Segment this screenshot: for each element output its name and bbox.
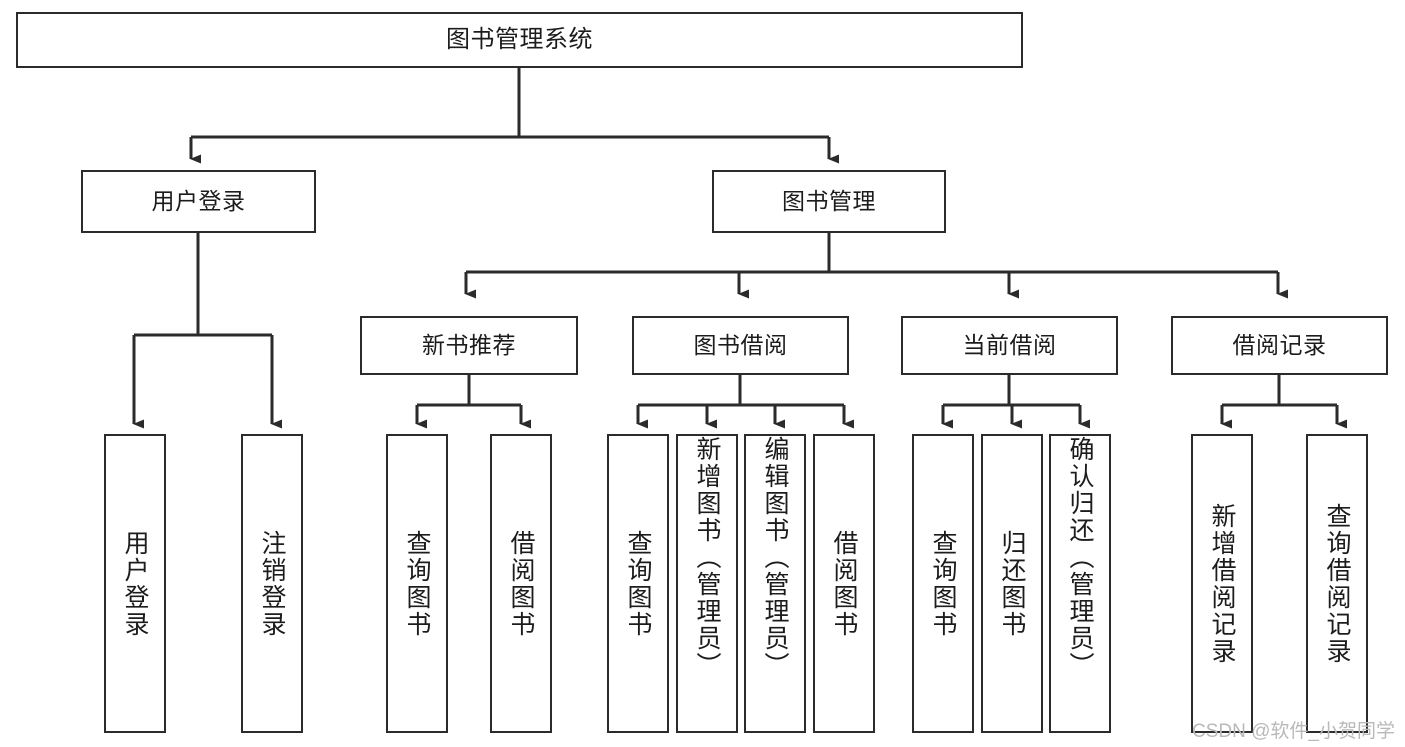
node-leaf-edit-book[interactable]: 编辑图书（管理员） [744, 434, 806, 733]
node-leaf-add-book-label: 新增图书（管理员） [693, 436, 721, 679]
node-leaf-logout-login[interactable]: 注销登录 [241, 434, 303, 733]
node-leaf-add-record[interactable]: 新增借阅记录 [1191, 434, 1253, 733]
node-leaf-query-record-label: 查询借阅记录 [1323, 502, 1351, 665]
node-leaf-query-book-2[interactable]: 查询图书 [607, 434, 669, 733]
node-root[interactable]: 图书管理系统 [16, 12, 1023, 68]
node-leaf-query-book-1-label: 查询图书 [403, 529, 431, 638]
node-book-manage-label: 图书管理 [782, 188, 876, 214]
node-book-borrow-label: 图书借阅 [693, 332, 788, 358]
node-current-borrow-label: 当前借阅 [962, 332, 1057, 358]
node-leaf-confirm-return-label: 确认归还（管理员） [1066, 436, 1094, 679]
node-leaf-add-book[interactable]: 新增图书（管理员） [676, 434, 738, 733]
node-new-book-rec[interactable]: 新书推荐 [360, 316, 578, 375]
node-leaf-logout-login-label: 注销登录 [258, 529, 286, 638]
node-new-book-rec-label: 新书推荐 [422, 332, 516, 358]
node-leaf-confirm-return[interactable]: 确认归还（管理员） [1049, 434, 1111, 733]
node-leaf-user-login[interactable]: 用户登录 [104, 434, 166, 733]
node-user-login-label: 用户登录 [151, 188, 246, 214]
node-leaf-return-book-label: 归还图书 [998, 529, 1026, 638]
node-leaf-query-book-3[interactable]: 查询图书 [912, 434, 974, 733]
node-book-borrow[interactable]: 图书借阅 [632, 316, 849, 375]
node-leaf-add-record-label: 新增借阅记录 [1208, 502, 1236, 665]
node-borrow-record-label: 借阅记录 [1232, 332, 1327, 358]
node-leaf-edit-book-label: 编辑图书（管理员） [761, 436, 789, 679]
node-leaf-query-record[interactable]: 查询借阅记录 [1306, 434, 1368, 733]
node-leaf-borrow-book-2[interactable]: 借阅图书 [813, 434, 875, 733]
node-root-label: 图书管理系统 [446, 26, 593, 53]
node-leaf-query-book-1[interactable]: 查询图书 [386, 434, 448, 733]
node-leaf-borrow-book-2-label: 借阅图书 [830, 529, 858, 638]
node-borrow-record[interactable]: 借阅记录 [1171, 316, 1388, 375]
node-leaf-query-book-2-label: 查询图书 [624, 529, 652, 638]
node-book-manage[interactable]: 图书管理 [712, 170, 946, 233]
watermark-text: CSDN @软件_小贺同学 [1192, 721, 1395, 742]
node-current-borrow[interactable]: 当前借阅 [901, 316, 1118, 375]
node-leaf-return-book[interactable]: 归还图书 [981, 434, 1043, 733]
node-user-login[interactable]: 用户登录 [81, 170, 316, 233]
node-leaf-borrow-book-1-label: 借阅图书 [507, 529, 535, 638]
node-leaf-user-login-label: 用户登录 [121, 529, 149, 638]
node-leaf-borrow-book-1[interactable]: 借阅图书 [490, 434, 552, 733]
node-leaf-query-book-3-label: 查询图书 [929, 529, 957, 638]
